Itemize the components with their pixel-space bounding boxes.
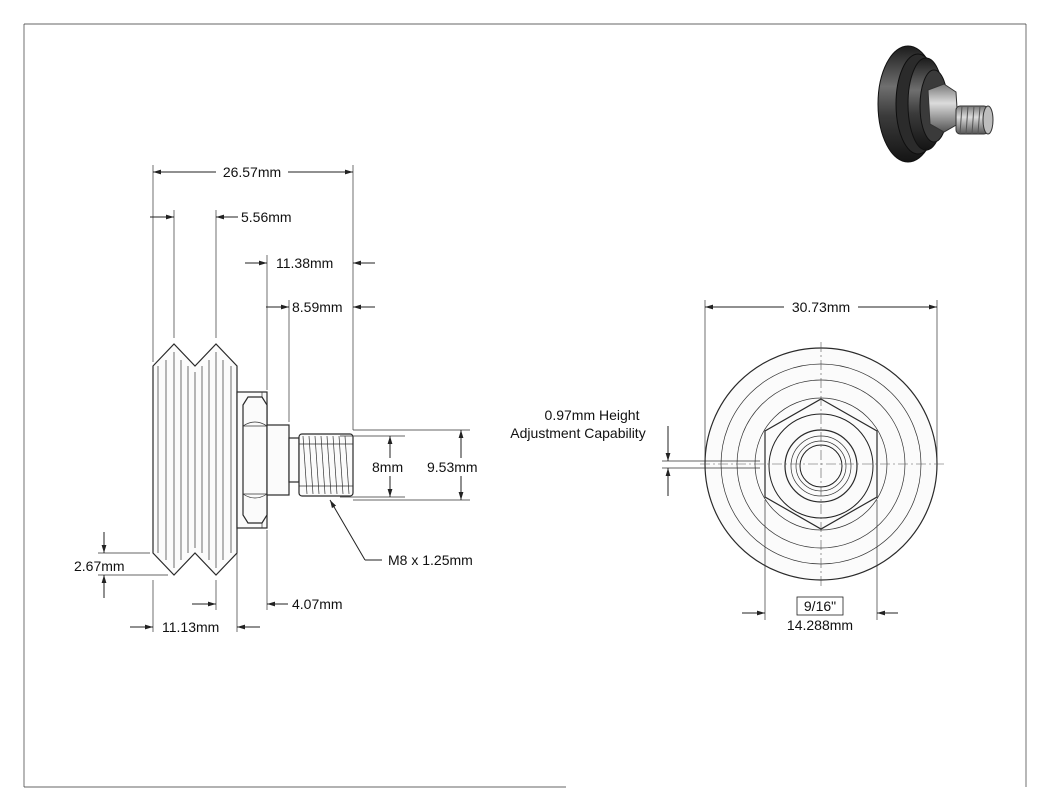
dim-stud-diameter: 8mm (372, 459, 403, 475)
hex-nut (242, 396, 268, 524)
side-view: 26.57mm 5.56mm 11.38mm 8.59mm 8mm 9.53mm… (72, 163, 489, 635)
dim-hub-to-tip: 11.38mm (276, 255, 333, 271)
dim-hex-across-flats: 9.53mm (427, 459, 478, 475)
dim-outer-diameter: 30.73mm (792, 299, 850, 315)
dim-groove-pitch: 5.56mm (241, 209, 292, 225)
dim-wheel-width: 11.13mm (162, 619, 219, 635)
dim-wrench-inch: 9/16" (804, 598, 836, 614)
threaded-stud (298, 433, 354, 497)
eccentric-label-line1: 0.97mm Height (545, 407, 640, 423)
dim-wrench-mm: 14.288mm (787, 617, 853, 633)
stud-shoulder (266, 424, 290, 496)
thread-callout: M8 x 1.25mm (388, 552, 473, 568)
eccentric-bushing (784, 429, 858, 503)
dim-hex-thickness: 4.07mm (292, 596, 343, 612)
front-view: 30.73mm 0.97mm Height Adjustment Capabil… (510, 298, 944, 633)
dim-overall-width: 26.57mm (223, 164, 281, 180)
stud-neck (288, 437, 300, 483)
dim-stud-length: 8.59mm (292, 299, 343, 315)
eccentric-label-line2: Adjustment Capability (510, 425, 645, 441)
isometric-render (877, 45, 994, 163)
drawing-frame (23, 23, 1027, 788)
dim-chamfer: 2.67mm (74, 558, 125, 574)
